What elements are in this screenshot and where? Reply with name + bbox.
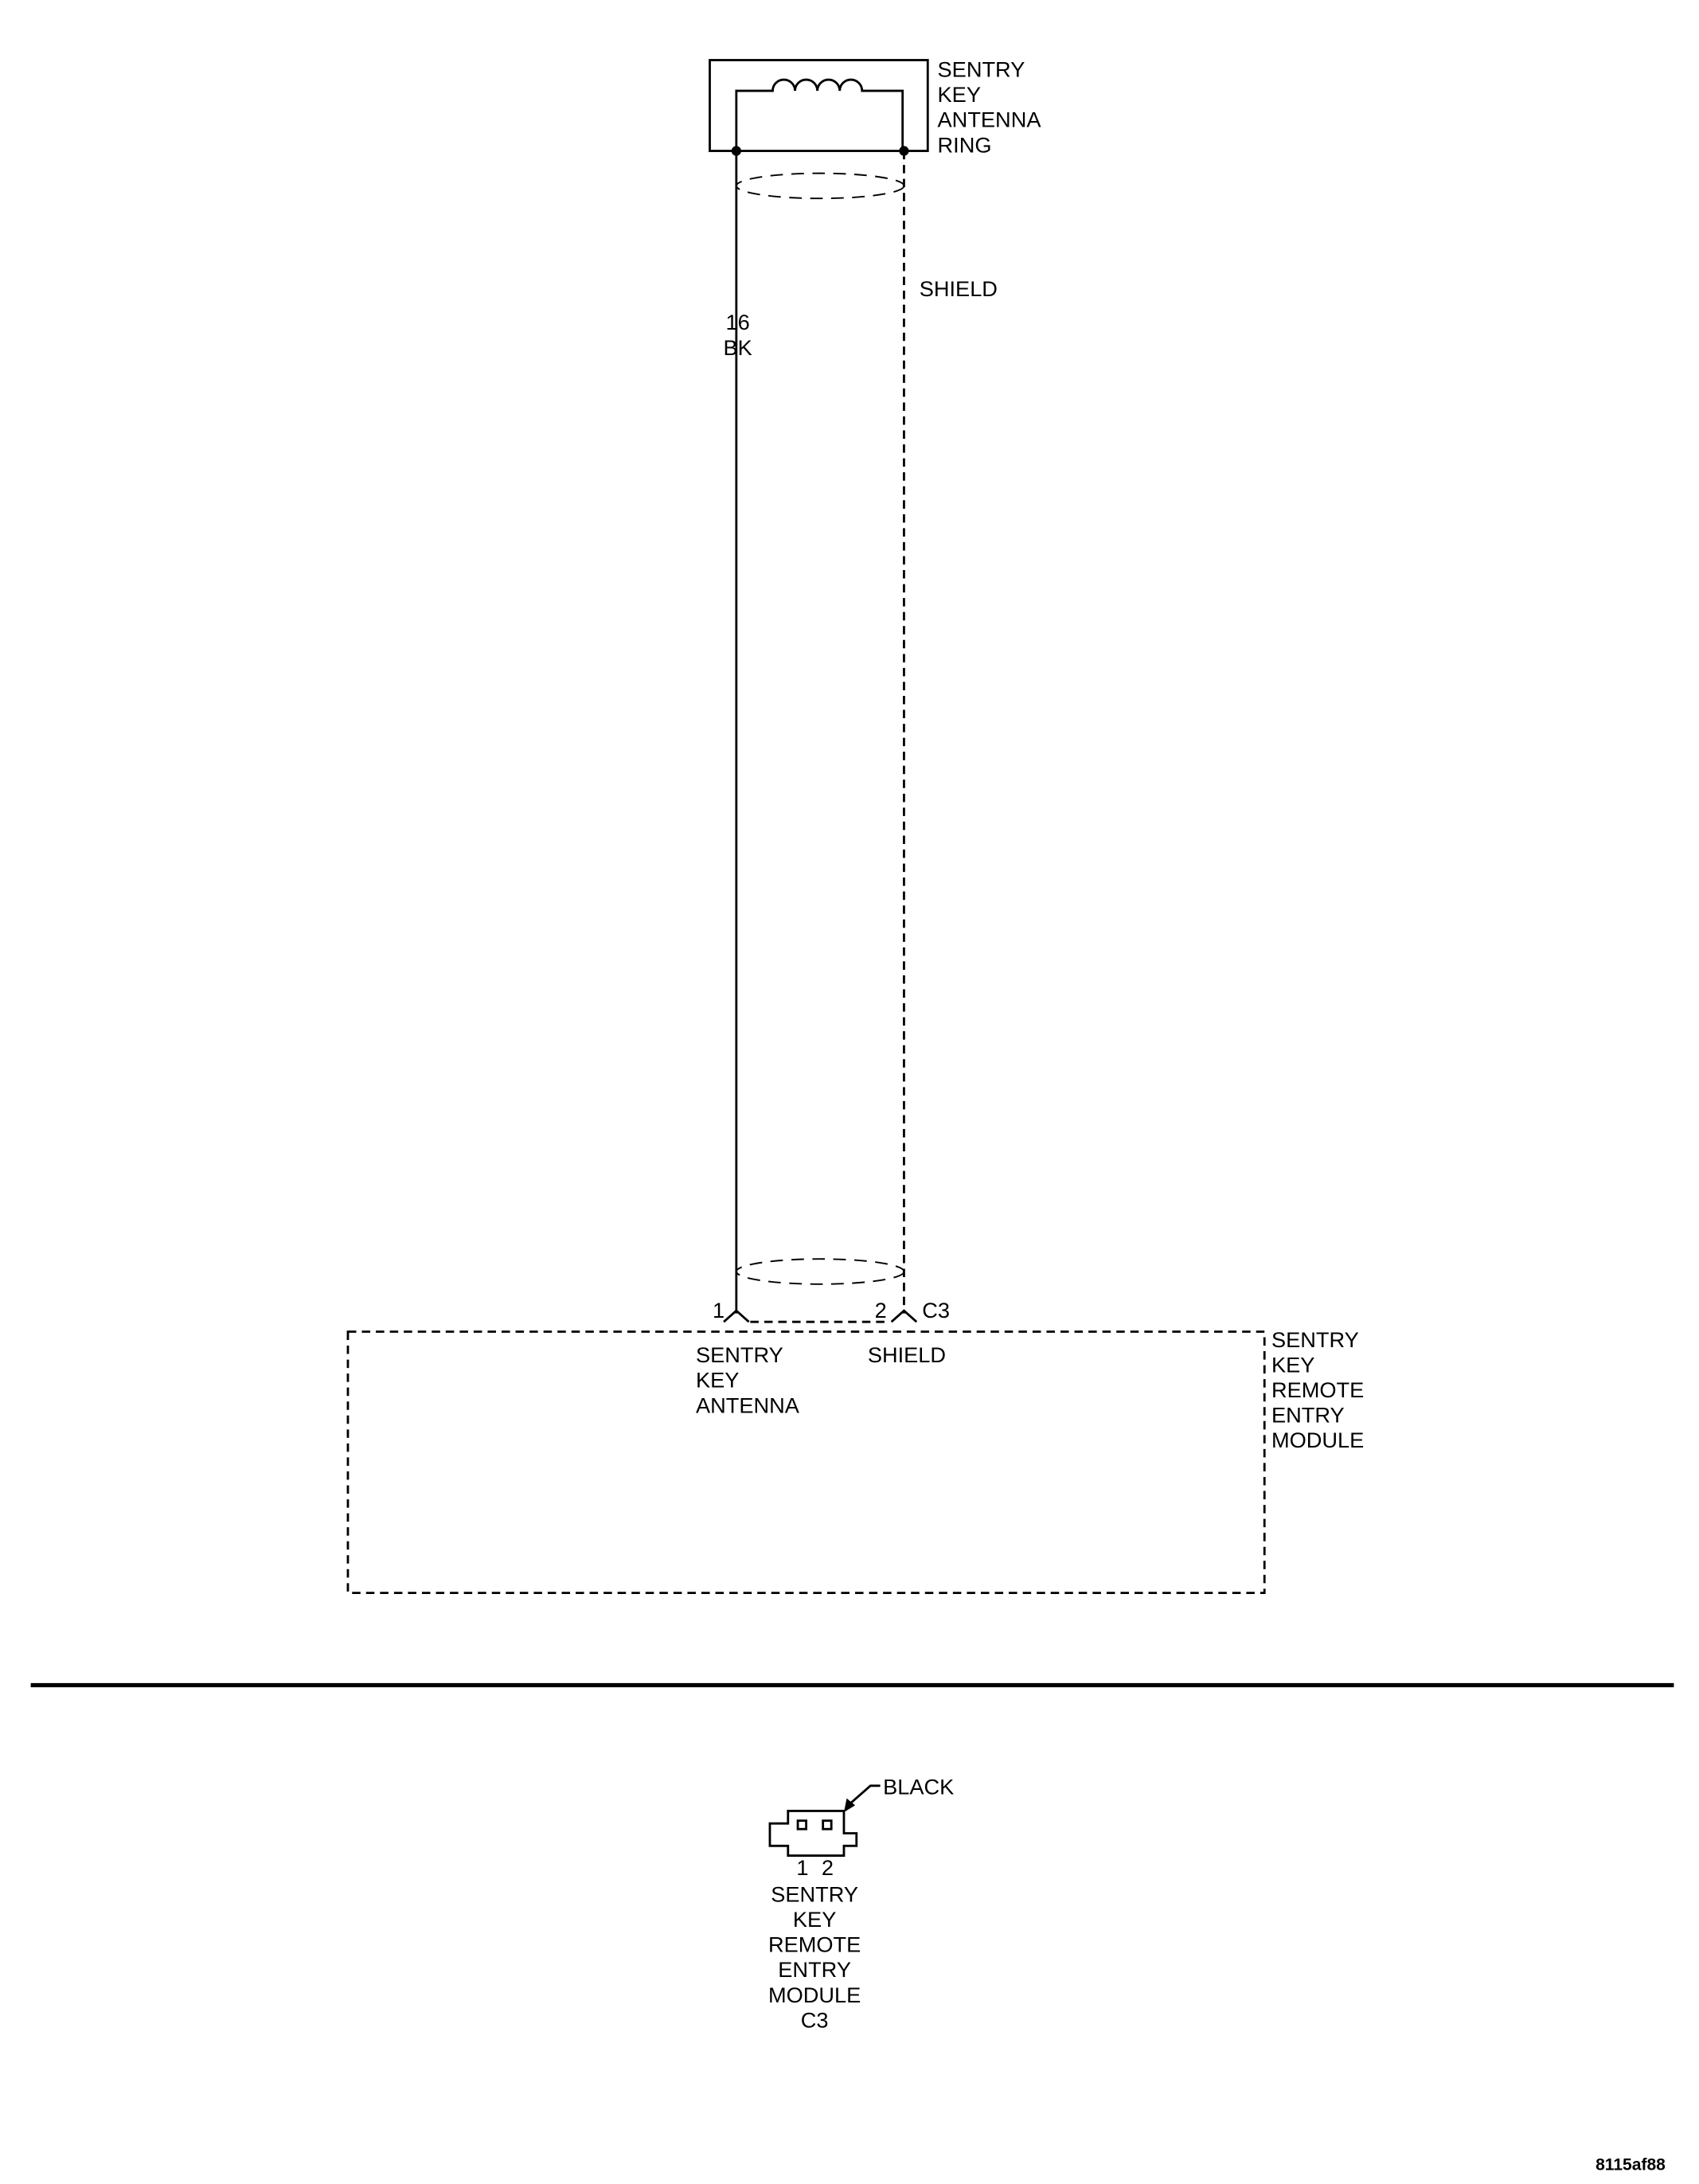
wire-color: BK	[723, 335, 752, 360]
connector-view-label: C3	[801, 2007, 829, 2032]
connector-view-label: ENTRY	[778, 1957, 851, 1982]
pin-2-number: 2	[875, 1298, 887, 1323]
antenna-ring-label: SENTRY	[938, 57, 1025, 82]
cavity-1	[796, 1819, 808, 1830]
wire-gauge: 16	[725, 310, 749, 334]
antenna-ring-box	[709, 59, 929, 152]
connector-view-label: REMOTE	[768, 1932, 861, 1957]
connector-name: C3	[922, 1298, 950, 1323]
connector-face-icon	[768, 1810, 858, 1857]
module-label: REMOTE	[1271, 1377, 1364, 1402]
cavity-2	[822, 1819, 833, 1830]
connector-view-label: SENTRY	[771, 1881, 858, 1906]
shield-label: SHIELD	[920, 276, 998, 301]
antenna-coil-icon	[735, 78, 904, 151]
shield-ellipse-top	[735, 172, 905, 200]
sentry-key-remote-entry-module: SENTRY KEY ANTENNA SHIELD SENTRY KEY REM…	[346, 1327, 1364, 1595]
pin-1-function: ANTENNA	[696, 1393, 800, 1417]
connector-view-label: MODULE	[768, 1983, 861, 2007]
module-label: MODULE	[1271, 1428, 1364, 1452]
connector-view-label: KEY	[793, 1907, 836, 1932]
pin-1-icon	[723, 1309, 750, 1323]
shield-ellipse-bottom	[735, 1258, 905, 1285]
connector-c3: 1 2 C3	[713, 1298, 950, 1323]
pin-1-function: SENTRY	[696, 1342, 783, 1367]
arrow-head-icon	[843, 1798, 856, 1813]
figure-id: 8115af88	[1595, 2155, 1666, 2174]
pin-number: 1	[796, 1855, 808, 1880]
connector-view: BLACK 1 2 SENTRY KEY REMOTE ENTRY MODULE…	[768, 1774, 954, 2032]
module-box	[346, 1330, 1266, 1595]
pin-1-number: 1	[713, 1298, 725, 1323]
module-label: KEY	[1271, 1352, 1314, 1377]
sentry-key-antenna-ring: SENTRY KEY ANTENNA RING	[709, 57, 1042, 157]
pin-2-function: SHIELD	[868, 1342, 946, 1367]
leader-arrow	[847, 1784, 881, 1807]
pin-number: 2	[822, 1855, 834, 1880]
module-label: ENTRY	[1271, 1403, 1345, 1428]
module-label: SENTRY	[1271, 1327, 1359, 1352]
antenna-ring-label: ANTENNA	[938, 107, 1042, 132]
connector-color: BLACK	[883, 1774, 954, 1799]
pin-2-icon	[890, 1309, 918, 1323]
pin-1-function: KEY	[696, 1368, 739, 1393]
antenna-ring-label: KEY	[938, 82, 981, 107]
antenna-ring-label: RING	[938, 132, 992, 157]
